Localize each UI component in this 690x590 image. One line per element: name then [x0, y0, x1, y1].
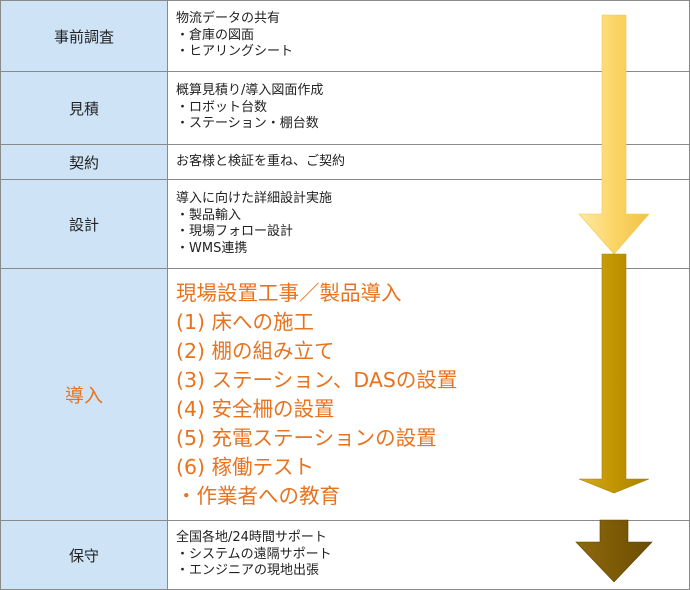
phase-label-highlight: 導入 — [1, 269, 168, 520]
detail-line: ・倉庫の図面 — [176, 27, 255, 43]
detail-line: (6) 稼働テスト — [176, 454, 315, 479]
detail-line: ・作業者への教育 — [176, 483, 340, 508]
phase-label: 見積 — [1, 72, 168, 144]
detail-line: 物流データの共有 — [176, 11, 281, 27]
detail-line: ・WMS連携 — [176, 240, 248, 256]
detail-line: 現場設置工事／製品導入 — [176, 280, 402, 305]
detail-line: (5) 充電ステーションの設置 — [176, 425, 437, 450]
arrow-middle — [578, 253, 650, 494]
arrow-upper — [578, 14, 650, 255]
detail-line: ・システムの遠隔サポート — [176, 546, 332, 562]
detail-line: (3) ステーション、DASの設置 — [176, 367, 458, 392]
arrow-lower — [575, 519, 653, 583]
phase-label: 設計 — [1, 180, 168, 268]
detail-line: ・エンジニアの現地出張 — [176, 563, 320, 579]
detail-line: ・ロボット台数 — [176, 99, 268, 115]
phase-label: 保守 — [1, 521, 168, 589]
detail-line: 導入に向けた詳細設計実施 — [176, 191, 333, 206]
detail-line: (4) 安全柵の設置 — [176, 396, 335, 421]
phase-row-survey: 事前調査 物流データの共有 ・倉庫の図面 ・ヒアリングシート — [1, 1, 689, 72]
detail-line: 概算見積り/導入図面作成 — [176, 83, 324, 99]
phase-label: 契約 — [1, 145, 168, 179]
detail-line: ・ヒアリングシート — [176, 44, 294, 60]
detail-line: ・製品輸入 — [176, 207, 242, 223]
detail-line: ・ステーション・棚台数 — [176, 116, 319, 132]
detail-line: お客様と検証を重ね、ご契約 — [176, 153, 346, 169]
detail-line: 全国各地/24時間サポート — [176, 530, 327, 546]
detail-line: (1) 床への施工 — [176, 309, 315, 334]
detail-line: ・現場フォロー設計 — [176, 224, 294, 239]
detail-line: (2) 棚の組み立て — [176, 338, 335, 363]
phase-label: 事前調査 — [1, 1, 168, 71]
